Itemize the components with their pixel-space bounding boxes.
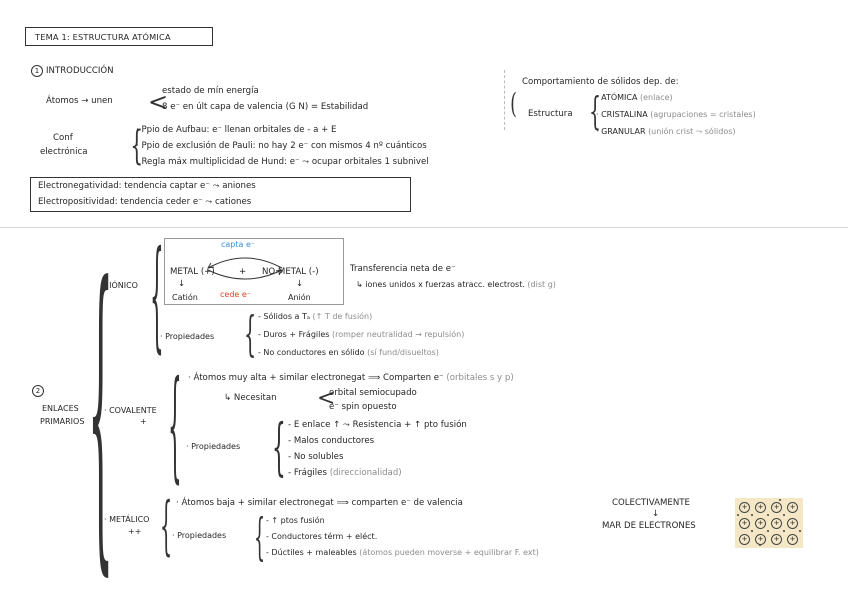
estructura-granular: · GRANULAR (unión crist ⤳ sólidos) bbox=[596, 127, 736, 136]
ionico-label: · IÓNICO bbox=[104, 281, 138, 290]
metalico-prop-2: - Conductores térm + eléct. bbox=[266, 532, 378, 541]
ionico-bracket: { bbox=[150, 226, 164, 365]
estructura-atomica: · ATÓMICA (enlace) bbox=[596, 93, 673, 102]
estructura-label: Estructura bbox=[528, 109, 573, 119]
estructura-cristalina: · CRISTALINA (agrupaciones = cristales) bbox=[596, 110, 756, 119]
plus-sign: + bbox=[239, 267, 247, 277]
metalico-line-1: · Átomos baja + similar electronegat ⟹ c… bbox=[176, 498, 463, 508]
necesitan-bracket: < bbox=[317, 386, 336, 411]
atomos-label: Átomos → unen bbox=[46, 96, 113, 106]
positive-ion-icon: + bbox=[739, 534, 750, 545]
conf-label-1: Conf bbox=[53, 133, 73, 143]
section-1-number: 1 bbox=[31, 65, 43, 77]
metalico-plus: ++ bbox=[128, 527, 142, 536]
ionico-propiedades-label: · Propiedades bbox=[160, 332, 215, 341]
covalente-prop-1: - E enlace ↑ ⤳ Resistencia + ↑ pto fusió… bbox=[288, 420, 467, 430]
atomos-bracket: < bbox=[148, 88, 169, 116]
cation-label: Catión bbox=[172, 293, 198, 302]
covalente-plus: + bbox=[140, 417, 147, 426]
electron-sea-illustration: + + + + + + + + + + + + bbox=[735, 498, 803, 548]
covalente-label: · COVALENTE bbox=[104, 406, 157, 415]
metalico-prop-1: - ↑ ptos fusión bbox=[266, 516, 325, 525]
column-separator bbox=[504, 70, 505, 130]
ionico-prop-2: - Duros + Frágiles (romper neutralidad →… bbox=[258, 330, 465, 339]
atomos-line-2: 8 e⁻ en últ capa de valencia (G N) = Est… bbox=[162, 102, 369, 112]
electron-dot-icon bbox=[751, 530, 753, 532]
electron-dot-icon bbox=[767, 514, 769, 516]
positive-ion-icon: + bbox=[755, 502, 766, 513]
electron-transfer-arrows-icon bbox=[207, 257, 283, 280]
anion-label: Anión bbox=[288, 293, 311, 302]
intro-heading: INTRODUCCIÓN bbox=[46, 66, 114, 76]
atomos-line-1: estado de mín energía bbox=[162, 86, 259, 96]
necesitan-label: ↳ Necesitan bbox=[224, 393, 277, 403]
conf-line-2: · Ppio de exclusión de Pauli: no hay 2 e… bbox=[136, 141, 427, 151]
electron-dot-icon bbox=[751, 514, 753, 516]
electronegativity-line: Electronegatividad: tendencia captar e⁻ … bbox=[38, 181, 256, 191]
covalente-prop-3: - No solubles bbox=[288, 452, 344, 462]
metalico-prop-3: - Dúctiles + maleables (átomos pueden mo… bbox=[266, 548, 539, 557]
estructura-bracket: { bbox=[589, 89, 602, 133]
comportamiento-title: Comportamiento de sólidos dep. de: bbox=[522, 77, 679, 87]
comportamiento-bracket: ( bbox=[510, 87, 517, 120]
covalente-line-1: · Átomos muy alta + similar electronegat… bbox=[188, 373, 514, 383]
electronegativity-box bbox=[30, 177, 411, 212]
positive-ion-icon: + bbox=[771, 534, 782, 545]
positive-ion-icon: + bbox=[739, 518, 750, 529]
positive-ion-icon: + bbox=[755, 518, 766, 529]
metalico-label: · METÁLICO bbox=[104, 515, 150, 524]
section-2-number: 2 bbox=[32, 385, 44, 397]
enlaces-bracket: { bbox=[88, 218, 114, 602]
enlaces-label-2: PRIMARIOS bbox=[40, 417, 85, 426]
conf-line-3: · Regla máx multiplicidad de Hund: e⁻ ⤳ … bbox=[136, 157, 429, 167]
positive-ion-icon: + bbox=[739, 502, 750, 513]
metal-label: METAL (+) bbox=[170, 267, 215, 277]
covalente-bracket: { bbox=[168, 356, 182, 495]
colectivamente-arrow-icon: ↓ bbox=[652, 509, 660, 519]
transferencia-line: Transferencia neta de e⁻ bbox=[350, 264, 456, 274]
cation-arrow-icon: ↓ bbox=[178, 279, 186, 289]
anion-arrow-icon: ↓ bbox=[296, 279, 304, 289]
positive-ion-icon: + bbox=[787, 518, 798, 529]
positive-ion-icon: + bbox=[771, 502, 782, 513]
covalente-prop-bracket: { bbox=[272, 410, 286, 483]
capta-label: capta e⁻ bbox=[221, 240, 256, 249]
electron-dot-icon bbox=[783, 514, 785, 516]
positive-ion-icon: + bbox=[787, 534, 798, 545]
positive-ion-icon: + bbox=[771, 518, 782, 529]
covalente-prop-2: - Malos conductores bbox=[288, 436, 375, 446]
page-title: TEMA 1: ESTRUCTURA ATÓMICA bbox=[35, 32, 171, 42]
covalente-prop-4: - Frágiles (direccionalidad) bbox=[288, 468, 402, 478]
ionic-diagram-box bbox=[164, 238, 344, 305]
electropositivity-line: Electropositividad: tendencia ceder e⁻ ⤳… bbox=[38, 197, 252, 207]
ionico-prop-3: - No conductores en sólido (sí fund/disu… bbox=[258, 348, 439, 357]
iones-line: ↳ iones unidos x fuerzas atracc. electro… bbox=[356, 280, 556, 289]
necesitan-1: orbital semiocupado bbox=[329, 388, 417, 398]
positive-ion-icon: + bbox=[787, 502, 798, 513]
conf-line-1: · Ppio de Aufbau: e⁻ llenan orbitales de… bbox=[136, 125, 337, 135]
electron-dot-icon bbox=[767, 530, 769, 532]
no-metal-label: NO METAL (-) bbox=[262, 267, 319, 277]
conf-bracket: { bbox=[130, 123, 144, 169]
electron-dot-icon bbox=[799, 530, 801, 532]
enlaces-label-1: ENLACES bbox=[42, 404, 79, 413]
ionico-prop-bracket: { bbox=[244, 306, 257, 362]
conf-label-2: electrónica bbox=[40, 147, 88, 157]
metalico-propiedades-label: · Propiedades bbox=[172, 531, 227, 540]
metalico-prop-bracket: { bbox=[254, 508, 266, 566]
metalico-bracket: { bbox=[160, 489, 173, 563]
section-divider bbox=[0, 227, 848, 228]
cede-label: cede e⁻ bbox=[220, 290, 252, 299]
necesitan-2: e⁻ spin opuesto bbox=[329, 402, 397, 412]
electron-dot-icon bbox=[779, 499, 781, 501]
colectivamente-label: COLECTIVAMENTE bbox=[612, 498, 690, 508]
ionico-prop-1: - Sólidos a Tₐ (↑ T de fusión) bbox=[258, 312, 373, 321]
mar-electrones-label: MAR DE ELECTRONES bbox=[602, 521, 696, 531]
title-box: TEMA 1: ESTRUCTURA ATÓMICA bbox=[25, 27, 213, 46]
electron-dot-icon bbox=[759, 544, 761, 546]
electron-dot-icon bbox=[783, 530, 785, 532]
covalente-propiedades-label: · Propiedades bbox=[186, 442, 241, 451]
electron-dot-icon bbox=[737, 514, 739, 516]
